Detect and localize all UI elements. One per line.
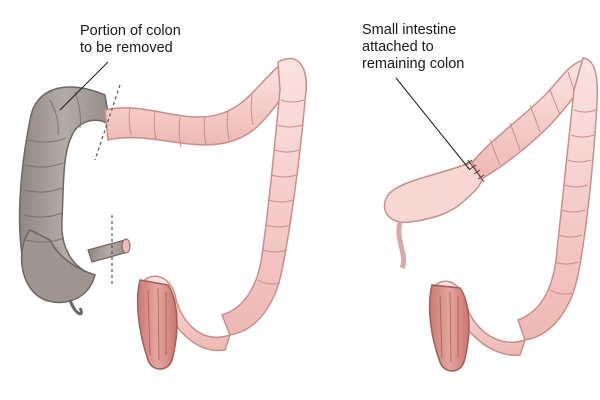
transverse-colon (104, 63, 297, 146)
remaining-rectum (428, 284, 470, 372)
remaining-descending-colon (517, 57, 599, 341)
rectum (136, 279, 178, 370)
right-leader-line (395, 77, 471, 171)
left-leader-line (59, 61, 109, 111)
before-surgery-figure (18, 57, 307, 370)
appendix (68, 299, 83, 316)
anastomosis-label: Small intestine attached to remaining co… (362, 22, 465, 72)
upper-cut-line (94, 84, 121, 161)
small-intestine-tail (396, 221, 407, 270)
after-surgery-figure (383, 57, 599, 372)
anastomosis-stitches (465, 159, 485, 183)
cecum-pouch (20, 229, 96, 304)
removed-portion-label: Portion of colon to be removed (80, 23, 181, 56)
descending-colon (221, 57, 307, 336)
small-intestine (383, 161, 483, 224)
